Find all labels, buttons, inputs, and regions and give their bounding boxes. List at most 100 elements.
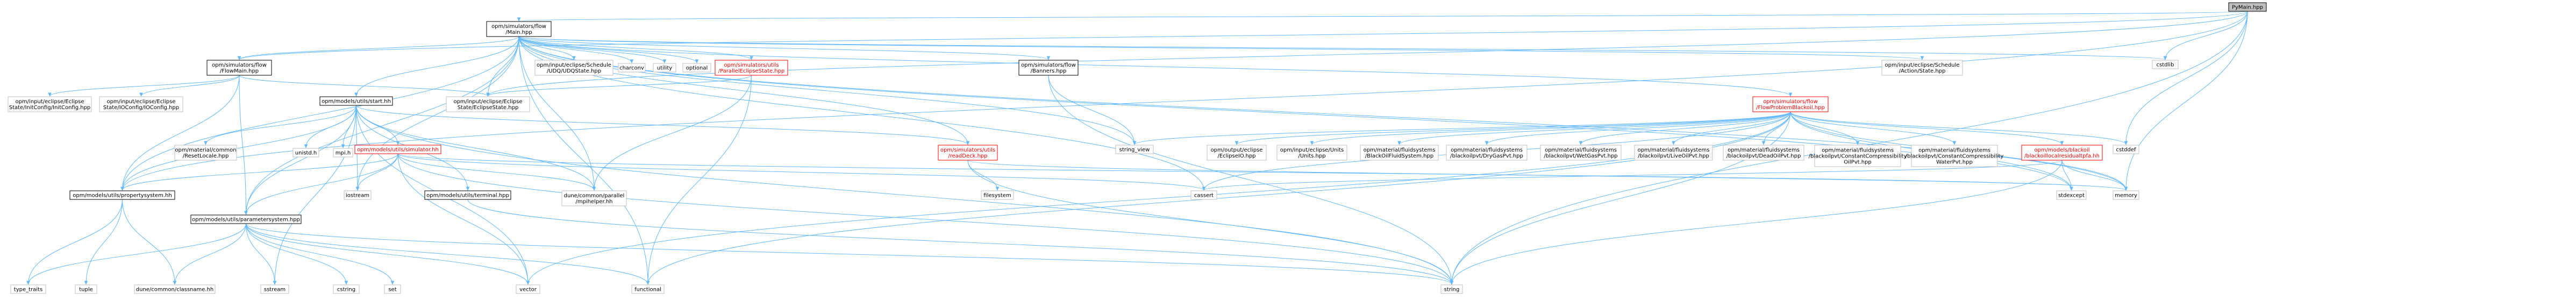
node-label: opm/material/fluidsystems bbox=[1822, 148, 1894, 154]
node-simulator[interactable]: opm/models/utils/simulator.hh bbox=[354, 145, 441, 154]
node-banners[interactable]: opm/simulators/flow/Banners.hpp bbox=[1018, 60, 1079, 76]
node-box bbox=[69, 190, 175, 200]
node-constcompwater: opm/material/fluidsystems/blackoilpvt/Co… bbox=[1906, 145, 2003, 167]
node-parallelecl[interactable]: opm/simulators/utils/ParallelEclipseStat… bbox=[715, 60, 788, 76]
node-terminal[interactable]: opm/models/utils/terminal.hpp bbox=[424, 190, 511, 200]
node-box bbox=[206, 60, 272, 76]
node-cassert: cassert bbox=[1190, 190, 1217, 200]
node-box bbox=[1446, 145, 1528, 161]
edge-flowmain-to-string_view bbox=[518, 36, 1134, 145]
edge-pymain-to-flowmainhpp bbox=[239, 11, 2248, 60]
node-blackoilfluid: opm/material/fluidsystems/BlackOilFluidS… bbox=[1360, 145, 1439, 161]
node-box bbox=[1190, 190, 1217, 200]
node-label: opm/material/fluidsystems bbox=[1451, 147, 1523, 153]
node-label: opm/material/fluidsystems bbox=[1918, 148, 1990, 154]
edge-start-to-propertysystem bbox=[123, 105, 356, 190]
node-residualtgfa[interactable]: opm/models/blackoil/blackoillocalresidua… bbox=[2021, 145, 2103, 161]
node-flowmain[interactable]: opm/simulators/flow/Main.hpp bbox=[486, 21, 552, 37]
node-start[interactable]: opm/models/utils/start.hh bbox=[319, 96, 393, 106]
node-box bbox=[1814, 145, 1901, 167]
node-box bbox=[561, 190, 627, 206]
node-deadoil: opm/material/fluidsystems/blackoilpvt/De… bbox=[1723, 145, 1804, 161]
node-drygas: opm/material/fluidsystems/blackoilpvt/Dr… bbox=[1446, 145, 1528, 161]
node-label: cassert bbox=[1194, 193, 1214, 199]
node-constcompoil: opm/material/fluidsystems/blackoilpvt/Co… bbox=[1809, 145, 1907, 167]
node-type_traits: type_traits bbox=[10, 284, 46, 294]
node-box bbox=[1540, 145, 1622, 161]
node-resetlocale: opm/material/common/ResetLocale.hpp bbox=[174, 145, 237, 161]
node-memory: memory bbox=[2113, 190, 2139, 200]
node-box bbox=[2113, 145, 2139, 154]
node-label: /mpihelper.hh bbox=[575, 199, 612, 205]
node-box bbox=[2113, 190, 2139, 200]
node-label: /BlackOilFluidSystem.hpp bbox=[1365, 153, 1433, 159]
node-label: State/IOConfig/IOConfig.hpp bbox=[103, 105, 179, 111]
edge-start-to-resetlocale bbox=[206, 105, 356, 145]
edge-simulator-to-cassert bbox=[397, 153, 1204, 190]
node-box bbox=[354, 145, 441, 154]
node-label: optional bbox=[686, 66, 708, 71]
node-box bbox=[534, 60, 613, 76]
edge-propertysystem-to-tuple bbox=[86, 199, 123, 284]
node-flowmainhpp[interactable]: opm/simulators/flow/FlowMain.hpp bbox=[206, 60, 272, 76]
edge-flowmain-to-cstdlib bbox=[518, 36, 2165, 60]
edge-simulator-to-iostream bbox=[358, 153, 398, 190]
node-label: dune/common/parallel bbox=[564, 193, 625, 199]
edge-residualtgfa-to-stdexcept bbox=[2061, 160, 2072, 190]
node-actionstate: opm/input/eclipse/Schedule/Action/State.… bbox=[1881, 60, 1963, 76]
node-box bbox=[190, 214, 302, 224]
node-mpih: mpi.h bbox=[333, 148, 353, 157]
node-box bbox=[682, 63, 711, 73]
node-pymain[interactable]: PyMain.hpp bbox=[2228, 2, 2267, 12]
edge-flowproblem-to-string_view bbox=[1134, 111, 1791, 145]
node-label: opm/models/utils/terminal.hpp bbox=[426, 193, 509, 199]
node-udqstate: opm/input/eclipse/Schedule/UDQ/UDQState.… bbox=[534, 60, 613, 76]
node-readdeck[interactable]: opm/simulators/utils/readDeck.hpp bbox=[938, 145, 998, 161]
edge-flowmainhpp-to-ioconfig bbox=[141, 75, 240, 96]
edge-flowmain-to-cassert bbox=[518, 36, 1204, 190]
node-classname: dune/common/classname.hh bbox=[134, 284, 216, 294]
edge-readdeck-to-string bbox=[967, 160, 1452, 284]
node-label: opm/material/fluidsystems bbox=[1545, 147, 1617, 153]
node-box bbox=[938, 145, 998, 161]
edge-flowproblem-to-wetgas bbox=[1581, 111, 1791, 145]
edge-paramsystem-to-string bbox=[246, 223, 1452, 284]
edge-propertysystem-to-classname bbox=[122, 199, 175, 284]
edge-flowproblem-to-string bbox=[1452, 111, 1791, 284]
edge-flowmain-to-propertysystem bbox=[123, 36, 519, 190]
edge-start-to-string bbox=[356, 105, 1452, 284]
node-label: cstring bbox=[337, 287, 355, 293]
edge-flowproblem-to-cstddef bbox=[1790, 111, 2126, 145]
node-box bbox=[260, 284, 289, 294]
node-flowproblem[interactable]: opm/simulators/flow/FlowProblemBlackoil.… bbox=[1752, 96, 1829, 112]
node-label: opm/input/eclipse/Schedule bbox=[1885, 62, 1960, 68]
node-paramsystem[interactable]: opm/models/utils/parametersystem.hpp bbox=[190, 214, 302, 224]
edge-flowmain-to-utility bbox=[518, 36, 665, 63]
edge-flowmain-to-udqstate bbox=[518, 36, 574, 60]
node-iostream: iostream bbox=[344, 190, 372, 200]
edge-flowmain-to-iostream bbox=[358, 36, 519, 190]
node-label: /FlowMain.hpp bbox=[220, 68, 259, 74]
node-label: opm/input/eclipse/Eclipse bbox=[106, 99, 175, 105]
node-label: opm/input/eclipse/Eclipse bbox=[453, 99, 522, 105]
node-box bbox=[333, 284, 360, 294]
node-label: filesystem bbox=[983, 193, 1011, 199]
node-box bbox=[344, 190, 372, 200]
node-label: type_traits bbox=[14, 287, 42, 293]
edge-paramsystem-to-type_traits bbox=[28, 223, 246, 284]
node-box bbox=[10, 284, 46, 294]
node-box bbox=[1018, 60, 1079, 76]
node-propertysystem[interactable]: opm/models/utils/propertysystem.hh bbox=[69, 190, 175, 200]
edge-pymain-to-eclipsestate bbox=[488, 11, 2248, 96]
node-vector: vector bbox=[516, 284, 540, 294]
node-string_view: string_view bbox=[1115, 145, 1154, 154]
node-box bbox=[446, 96, 530, 112]
node-box bbox=[1115, 145, 1154, 154]
node-box bbox=[292, 148, 319, 157]
node-label: set bbox=[388, 287, 396, 293]
edge-pymain-to-flowmain bbox=[519, 11, 2248, 21]
edge-paramsystem-to-cstring bbox=[246, 223, 347, 284]
node-wetgas: opm/material/fluidsystems/blackoilpvt/We… bbox=[1540, 145, 1622, 161]
node-label: /blackoillocalresidualtpfa.hh bbox=[2024, 153, 2100, 159]
node-label: opm/simulators/utils bbox=[940, 147, 995, 153]
